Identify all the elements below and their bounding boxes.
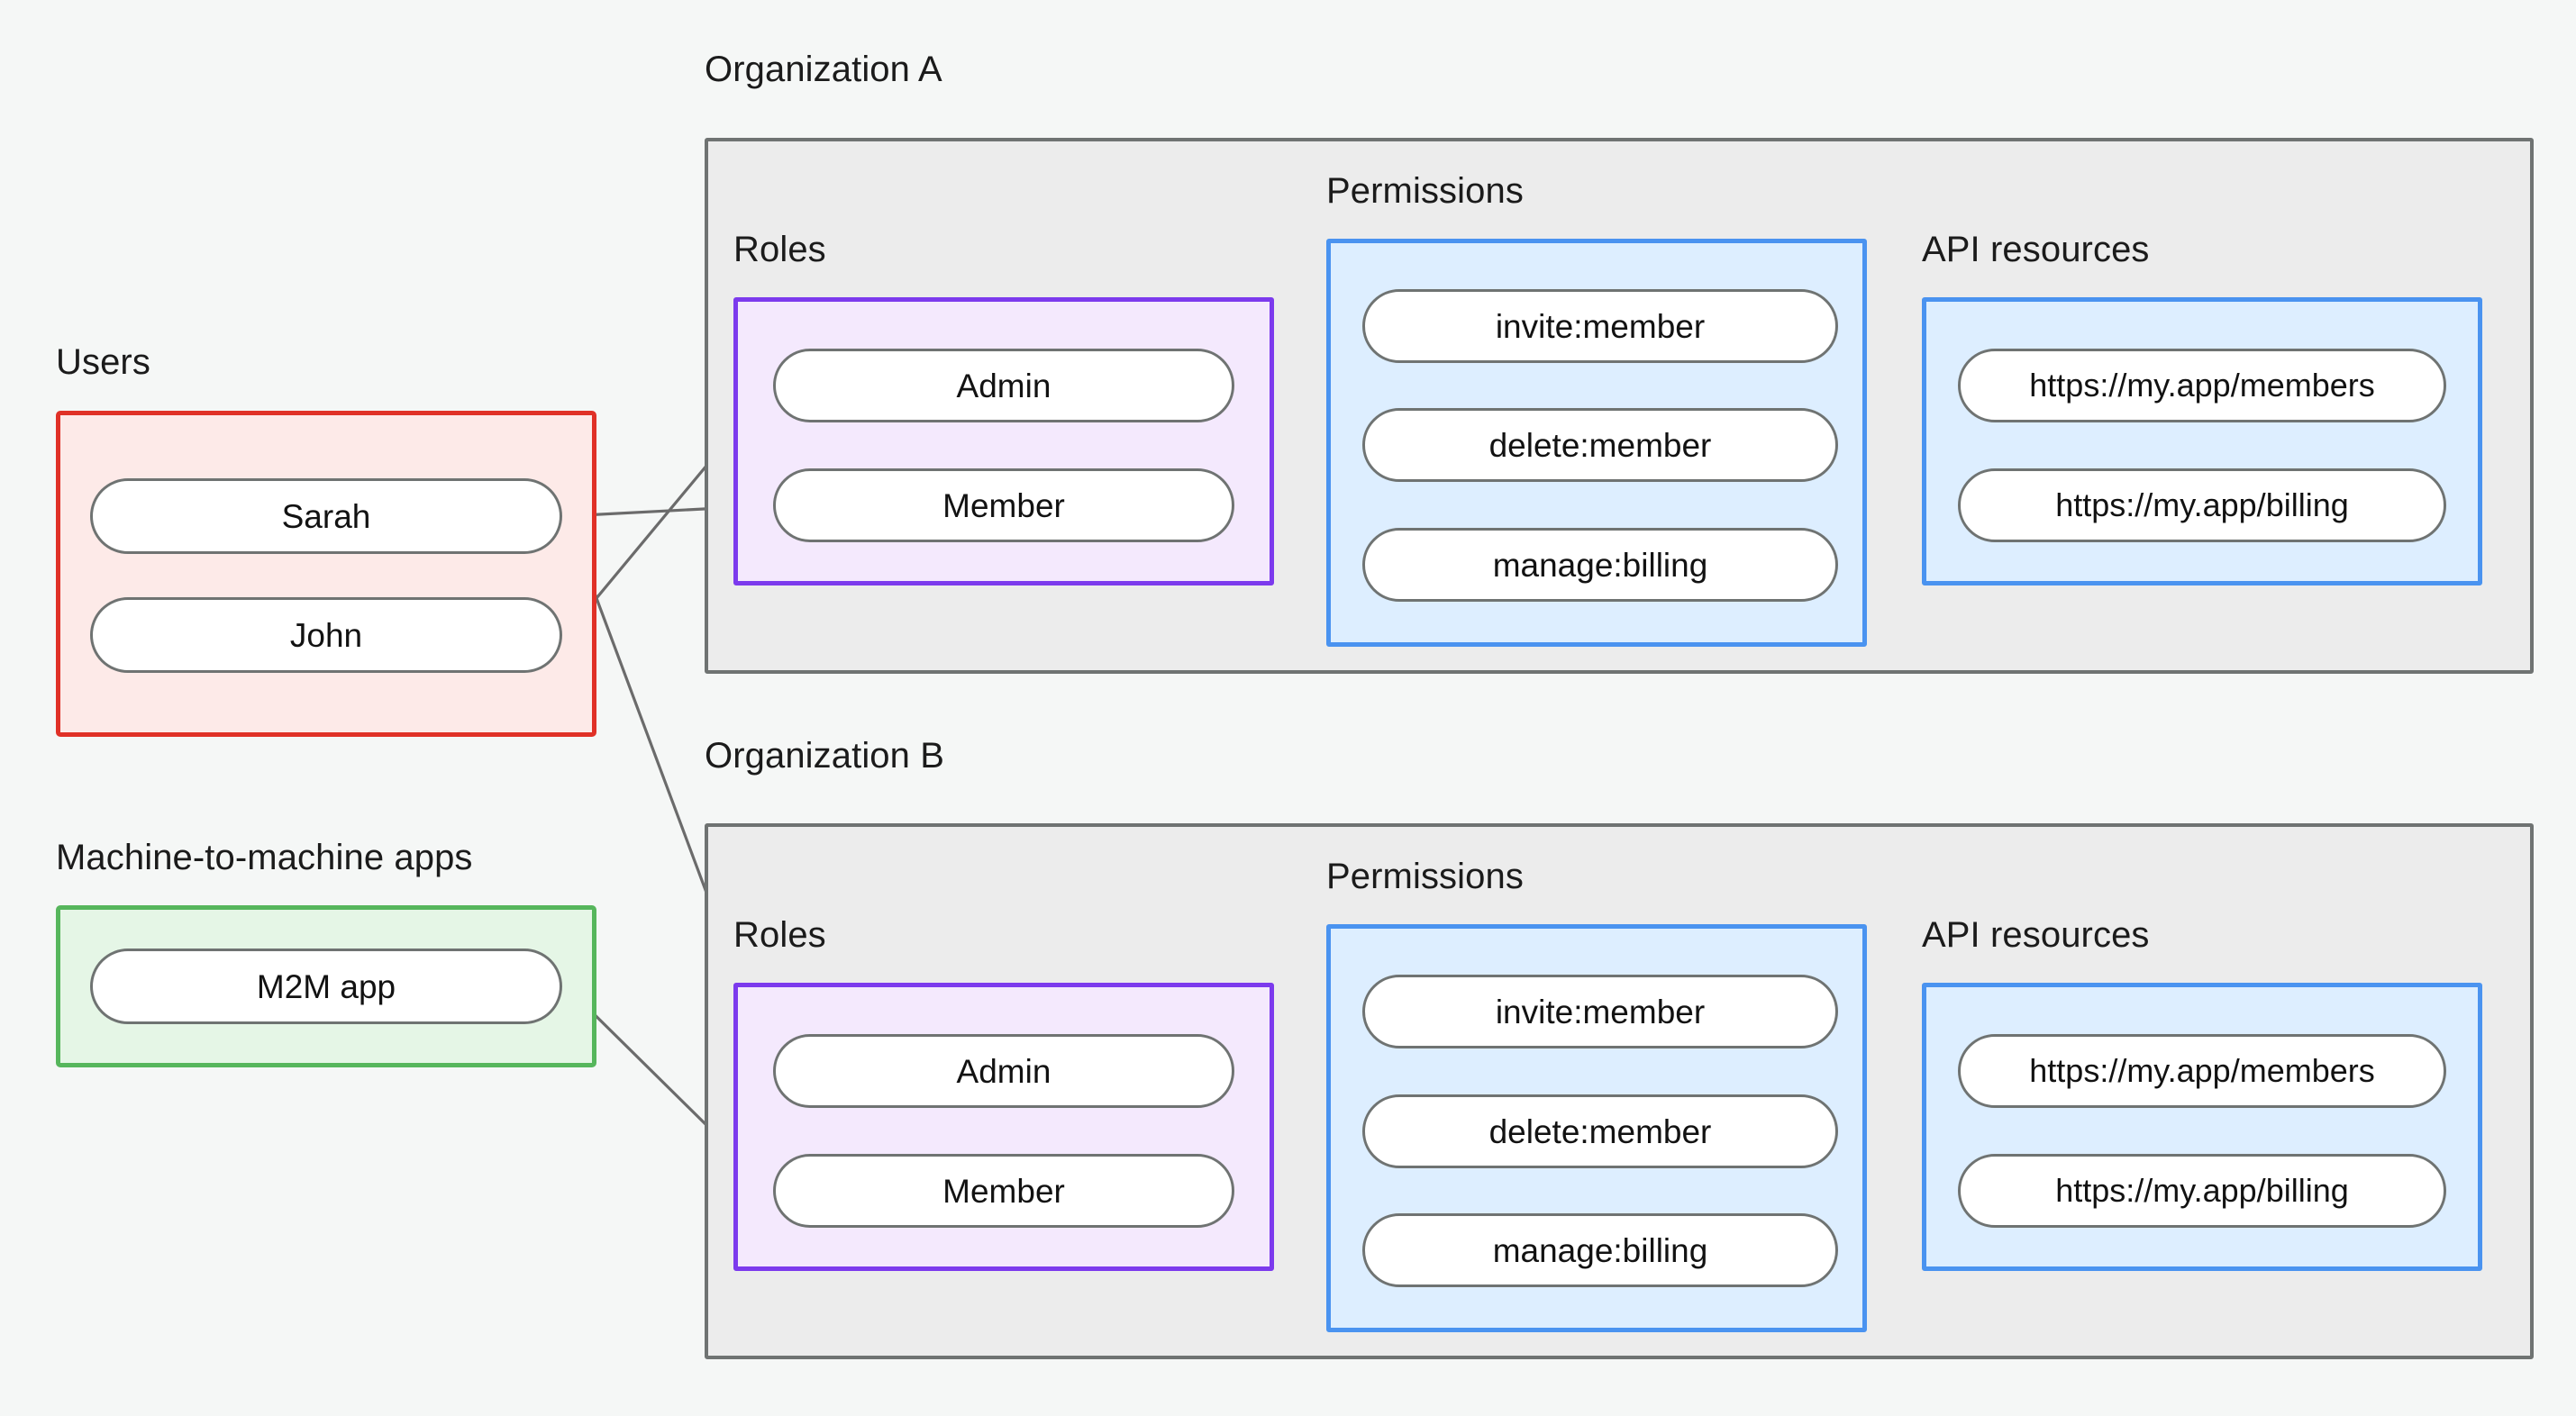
permission-label-manage-billing-a: manage:billing [1492, 546, 1708, 584]
permission-pill-delete-member-a[interactable]: delete:member [1362, 408, 1838, 482]
permission-label-delete-member-b: delete:member [1488, 1112, 1712, 1150]
role-pill-member-b[interactable]: Member [773, 1154, 1234, 1228]
permission-label-delete-member-a: delete:member [1488, 426, 1712, 464]
permission-pill-delete-member-b[interactable]: delete:member [1362, 1094, 1838, 1168]
permission-pill-invite-member-a[interactable]: invite:member [1362, 289, 1838, 363]
organization-b-title: Organization B [705, 736, 944, 776]
user-pill-sarah[interactable]: Sarah [90, 478, 562, 554]
role-label-member-b: Member [942, 1172, 1065, 1210]
user-label-john: John [289, 616, 363, 654]
permissions-a-title: Permissions [1326, 171, 1524, 211]
api-resources-b-title: API resources [1922, 915, 2150, 955]
role-pill-admin-a[interactable]: Admin [773, 349, 1234, 422]
roles-b-container [733, 983, 1274, 1271]
users-title: Users [56, 342, 150, 382]
api-resource-pill-billing-a[interactable]: https://my.app/billing [1958, 468, 2446, 542]
api-resource-label-billing-b: https://my.app/billing [2055, 1172, 2349, 1209]
permission-pill-invite-member-b[interactable]: invite:member [1362, 975, 1838, 1048]
api-resource-pill-billing-b[interactable]: https://my.app/billing [1958, 1154, 2446, 1228]
organization-a-title: Organization A [705, 50, 942, 89]
permission-label-manage-billing-b: manage:billing [1492, 1231, 1708, 1269]
roles-a-title: Roles [733, 230, 826, 269]
api-resources-b-container [1922, 983, 2482, 1271]
m2m-apps-title: Machine-to-machine apps [56, 838, 473, 877]
role-label-member-a: Member [942, 486, 1065, 524]
users-container [56, 411, 596, 737]
permission-pill-manage-billing-b[interactable]: manage:billing [1362, 1213, 1838, 1287]
api-resource-label-members-b: https://my.app/members [2029, 1052, 2375, 1089]
user-label-sarah: Sarah [281, 497, 371, 535]
role-pill-member-a[interactable]: Member [773, 468, 1234, 542]
api-resources-a-title: API resources [1922, 230, 2150, 269]
role-label-admin-a: Admin [956, 367, 1051, 404]
api-resource-pill-members-a[interactable]: https://my.app/members [1958, 349, 2446, 422]
role-pill-admin-b[interactable]: Admin [773, 1034, 1234, 1108]
permissions-b-title: Permissions [1326, 857, 1524, 896]
user-pill-john[interactable]: John [90, 597, 562, 673]
permission-label-invite-member-a: invite:member [1495, 307, 1706, 345]
api-resource-label-billing-a: https://my.app/billing [2055, 486, 2349, 523]
roles-a-container [733, 297, 1274, 585]
permission-label-invite-member-b: invite:member [1495, 993, 1706, 1030]
api-resource-pill-members-b[interactable]: https://my.app/members [1958, 1034, 2446, 1108]
m2m-app-label: M2M app [256, 967, 396, 1005]
api-resources-a-container [1922, 297, 2482, 585]
roles-b-title: Roles [733, 915, 826, 955]
role-label-admin-b: Admin [956, 1052, 1051, 1090]
permission-pill-manage-billing-a[interactable]: manage:billing [1362, 528, 1838, 602]
m2m-app-pill[interactable]: M2M app [90, 949, 562, 1024]
api-resource-label-members-a: https://my.app/members [2029, 367, 2375, 404]
